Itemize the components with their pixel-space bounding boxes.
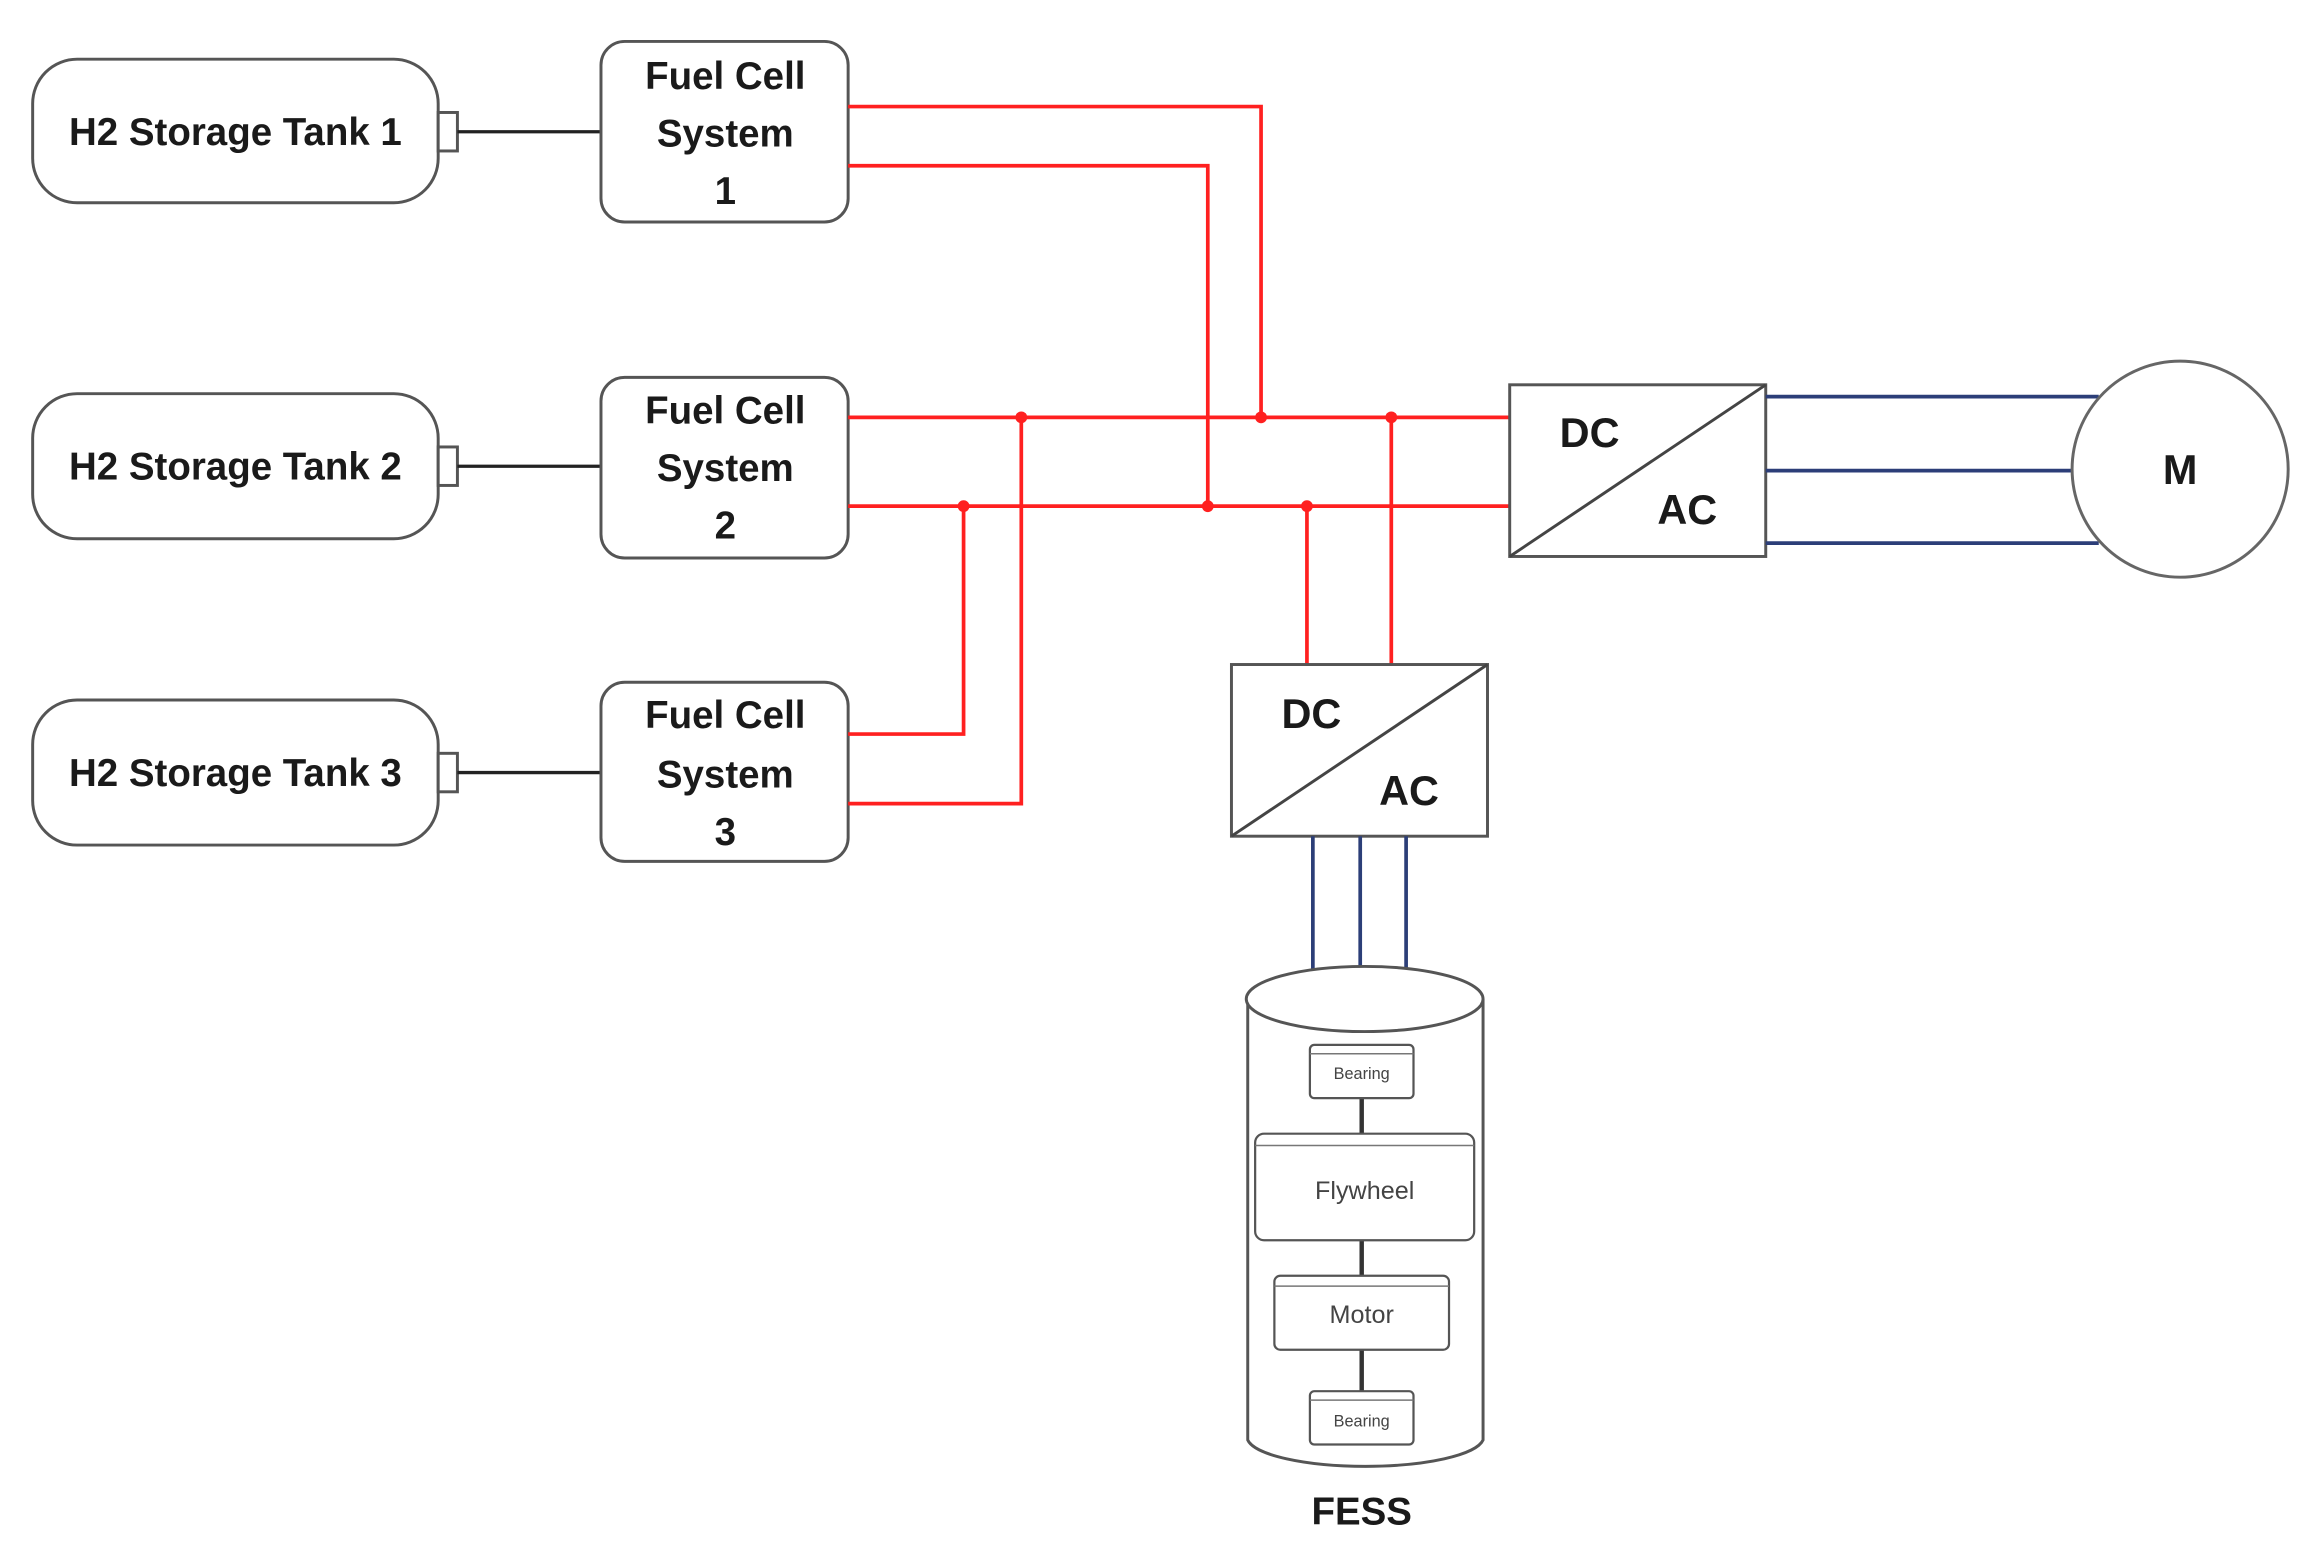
fuel-cell-system-1: Fuel Cell System 1 <box>599 39 850 224</box>
fuel-cell-label-line1: Fuel Cell <box>645 55 805 98</box>
tank-valve <box>436 751 459 794</box>
bearing-bottom-label: Bearing <box>1334 1413 1390 1431</box>
fess-label: FESS <box>1311 1490 1411 1533</box>
flywheel: Flywheel <box>1254 1132 1476 1242</box>
dc-bus <box>848 104 1510 806</box>
fuel-cell-label-line3: 1 <box>715 170 736 213</box>
fess-cylinder-top <box>1244 964 1485 1034</box>
junction-dot <box>1385 411 1398 424</box>
motor-label: M <box>2163 446 2198 493</box>
fc3-positive-wire <box>848 417 1024 806</box>
fuel-cell-label-line1: Fuel Cell <box>645 389 805 432</box>
bearing-bottom: Bearing <box>1308 1390 1415 1446</box>
converter-dc-label: DC <box>1560 409 1620 456</box>
tank-valve <box>436 111 459 153</box>
main-dc-ac-converter: DC AC <box>1508 383 1768 558</box>
junction-dot <box>1015 411 1028 424</box>
fess-motor: Motor <box>1273 1274 1451 1351</box>
converter-dc-label: DC <box>1281 690 1341 737</box>
flywheel-label: Flywheel <box>1315 1177 1414 1205</box>
fess-dc-ac-converter: DC AC <box>1229 663 1489 838</box>
fuel-cell-box <box>599 375 850 560</box>
fess-ac-lines <box>1311 836 1408 971</box>
converter-diagonal <box>1230 663 1489 838</box>
fuel-cell-label-line3: 2 <box>715 505 736 548</box>
fess-unit: Bearing Flywheel Motor Bearing FESS <box>1244 964 1485 1533</box>
fuel-cell-label-line2: System <box>657 447 794 490</box>
junction-dot <box>1301 500 1313 513</box>
tank-label: H2 Storage Tank 3 <box>69 752 402 795</box>
converter-ac-label: AC <box>1657 486 1717 533</box>
traction-motor: M <box>2070 359 2290 579</box>
motor-ac-lines <box>1765 394 2099 546</box>
tank-label: H2 Storage Tank 1 <box>69 111 402 154</box>
fess-motor-label: Motor <box>1330 1301 1394 1329</box>
bearing-top-label: Bearing <box>1334 1065 1390 1083</box>
junction-dot <box>957 500 970 513</box>
fuel-cell-system-3: Fuel Cell System 3 <box>599 680 850 863</box>
fc1-positive-wire <box>848 104 1263 418</box>
fuel-cell-label-line2: System <box>657 113 794 156</box>
fuel-cell-label-line2: System <box>657 753 794 796</box>
h2-tank-3: H2 Storage Tank 3 <box>31 698 459 847</box>
fc1-negative-wire <box>848 163 1210 507</box>
motor-circle <box>2070 359 2290 579</box>
fuel-cell-box <box>599 680 850 863</box>
h2-tank-2: H2 Storage Tank 2 <box>31 392 459 541</box>
tank-label: H2 Storage Tank 2 <box>69 446 402 489</box>
converter-ac-label: AC <box>1379 767 1439 814</box>
fuel-cell-system-2: Fuel Cell System 2 <box>599 375 850 560</box>
converter-diagonal <box>1508 383 1767 558</box>
bearing-top: Bearing <box>1308 1043 1415 1100</box>
fuel-cell-label-line1: Fuel Cell <box>645 694 805 737</box>
fc3-negative-wire <box>848 506 966 736</box>
junction-dot <box>1201 500 1214 513</box>
fuel-cell-box <box>599 39 850 224</box>
fuel-cell-label-line3: 3 <box>715 811 736 854</box>
tank-valve <box>436 445 459 487</box>
h2-tank-1: H2 Storage Tank 1 <box>31 57 459 205</box>
junction-dot <box>1255 411 1267 424</box>
